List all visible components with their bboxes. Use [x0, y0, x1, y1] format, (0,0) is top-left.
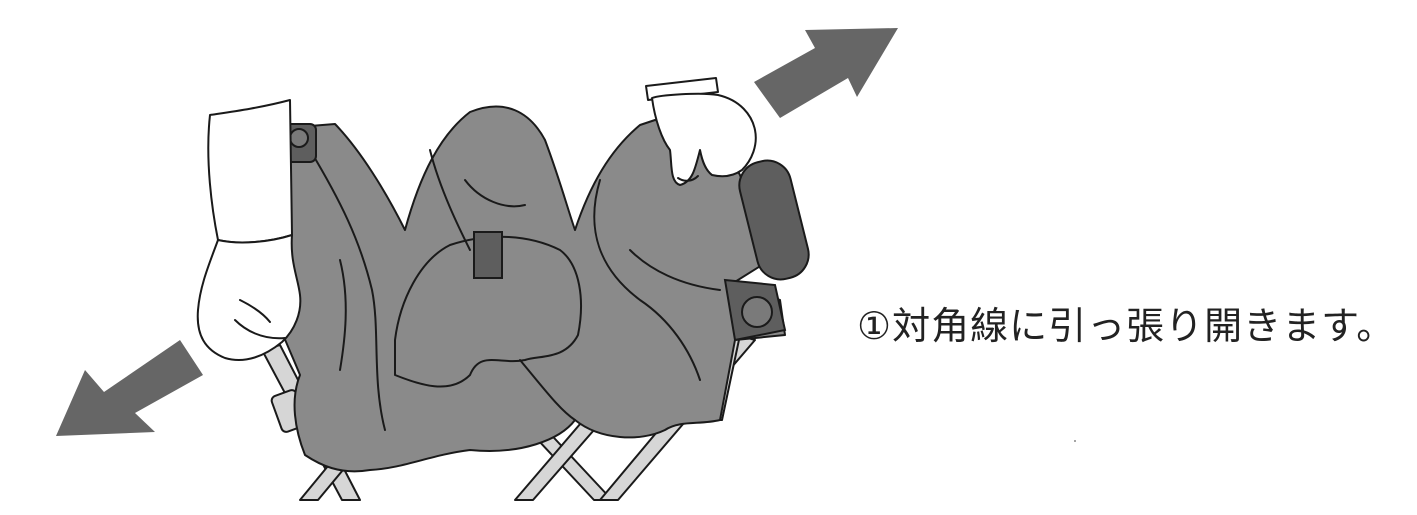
left-sleeve	[208, 100, 292, 242]
fabric-strap	[474, 232, 502, 278]
cup-holder-left	[290, 129, 308, 147]
cup-holder-right	[742, 297, 772, 327]
arrow-up-right-shape	[754, 28, 898, 118]
pull-arrow-down-left-icon	[56, 340, 203, 436]
pull-arrow-up-right-icon	[754, 28, 898, 118]
left-hand	[198, 100, 301, 360]
instruction-text: ①対角線に引っ張り開きます。	[857, 296, 1397, 356]
arrow-down-left-shape	[56, 340, 203, 436]
speck	[1074, 440, 1076, 442]
